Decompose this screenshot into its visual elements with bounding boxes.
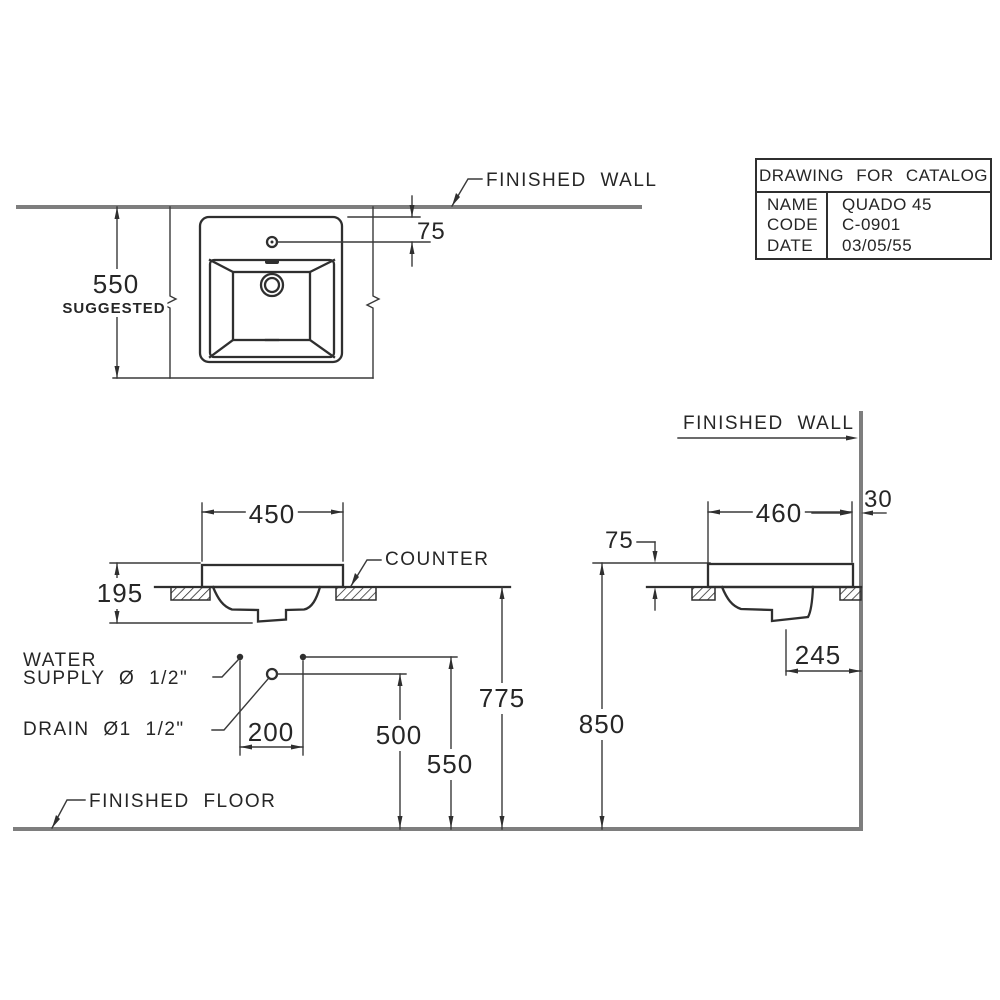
- title-block-row-label: CODE: [767, 215, 819, 235]
- wall-floor-lines: [13, 205, 863, 831]
- side-view: [636, 435, 887, 676]
- finished-wall-side-label: FINISHED WALL: [683, 413, 855, 434]
- height-dimensions: [397, 562, 711, 830]
- counter-label: COUNTER: [385, 549, 490, 570]
- counter-hatch-right: [335, 586, 377, 601]
- dim-suggested-depth: 550: [89, 269, 143, 300]
- dim-faucet-offset: 75: [417, 218, 446, 245]
- overflow-slot: [265, 259, 279, 264]
- bowl-front: [211, 585, 322, 623]
- floor-leader: [51, 799, 86, 829]
- title-block-row-label: NAME: [767, 195, 819, 215]
- dim-wall-clearance: 30: [864, 486, 893, 513]
- dim-supply-spacing: 200: [247, 717, 295, 747]
- finished-floor-label: FINISHED FLOOR: [89, 791, 277, 812]
- title-block-row-label: DATE: [767, 235, 814, 255]
- water-supply-point-left: [236, 653, 244, 661]
- dim-supply-height: 550: [423, 749, 477, 780]
- title-block-title: DRAWING FOR CATALOG: [757, 160, 990, 193]
- dim-counter-height: 775: [475, 683, 529, 714]
- drain-plan: [259, 272, 285, 298]
- dim-side-depth: 460: [752, 498, 806, 529]
- counter-hatch-left: [170, 586, 211, 601]
- water-supply-label-line1: WATER: [23, 650, 97, 671]
- water-supply-point-right: [299, 653, 307, 661]
- suggested-note: SUGGESTED: [60, 300, 168, 317]
- finished-wall-top-label: FINISHED WALL: [486, 170, 658, 191]
- title-block-row-value: C-0901: [842, 215, 901, 235]
- title-block: DRAWING FOR CATALOG NAME CODE DATE QUADO…: [755, 158, 992, 260]
- bowl-side: [720, 585, 815, 623]
- title-block-values: QUADO 45 C-0901 03/05/55: [828, 193, 990, 258]
- drain-label: DRAIN Ø1 1/2": [23, 719, 185, 740]
- drain-point: [265, 667, 279, 681]
- dim-drain-from-wall: 245: [794, 640, 842, 670]
- title-block-labels: NAME CODE DATE: [757, 193, 828, 258]
- dim-drain-height: 500: [372, 720, 426, 751]
- dim-rim-height: 850: [575, 709, 629, 740]
- water-supply-label-line2: SUPPLY Ø 1/2": [23, 668, 189, 689]
- dim-bowl-width: 450: [245, 499, 299, 530]
- title-block-row-value: 03/05/55: [842, 235, 913, 255]
- front-view: [109, 502, 512, 756]
- counter-hatch-side-right: [839, 586, 862, 601]
- counter-hatch-side-left: [691, 586, 716, 601]
- dim-bowl-height: 195: [93, 578, 147, 609]
- title-block-row-value: QUADO 45: [842, 195, 932, 215]
- dim-rim-above-counter: 75: [605, 527, 634, 554]
